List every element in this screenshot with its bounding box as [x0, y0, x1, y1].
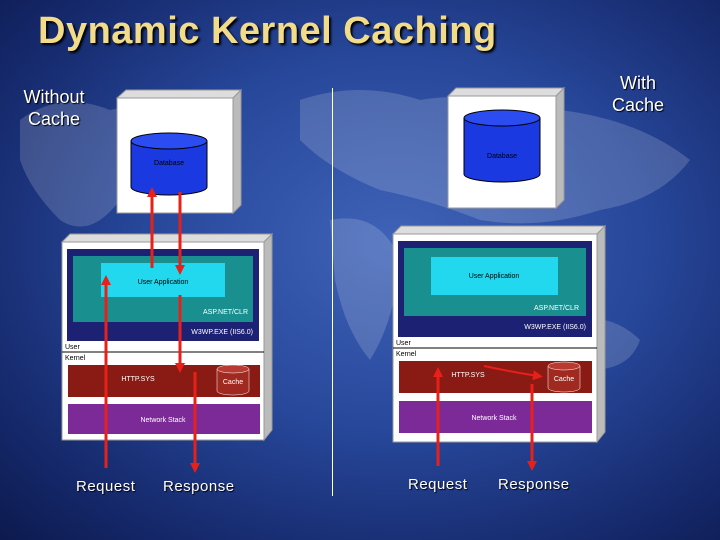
right-user-mode-label: User [396, 340, 411, 347]
without-cache-label: Without Cache [23, 87, 85, 129]
right-user-app-label: User Application [469, 273, 520, 280]
left-user-mode-label: User [65, 344, 80, 351]
slide-title: Dynamic Kernel Caching [38, 10, 497, 52]
right-kernel-mode-label: Kernel [396, 351, 417, 358]
left-user-app-label: User Application [138, 279, 189, 286]
left-web-server: User Application ASP.NET/CLR W3WP.EXE (I… [60, 232, 274, 442]
right-cache-lookup-arrow [483, 365, 543, 381]
right-cache-label: Cache [554, 376, 574, 383]
right-http-sys-label: HTTP.SYS [451, 372, 485, 379]
right-network-stack-label: Network Stack [471, 415, 517, 422]
left-aspnet-label: ASP.NET/CLR [203, 309, 248, 316]
right-user-app-box [431, 257, 558, 295]
right-aspnet-label: ASP.NET/CLR [534, 305, 579, 312]
left-cache-icon [216, 364, 250, 396]
right-web-server: User Application ASP.NET/CLR W3WP.EXE (I… [391, 224, 607, 444]
left-database-server: Database [115, 88, 243, 215]
left-panel: Database User Application ASP.NET/CLR W3… [60, 88, 274, 473]
left-database-icon [130, 132, 208, 196]
right-cache-icon [547, 361, 581, 393]
right-network-stack-box [399, 401, 592, 433]
left-cache-label: Cache [223, 379, 243, 386]
left-http-sys-label: HTTP.SYS [121, 376, 155, 383]
left-network-stack-box [68, 404, 260, 434]
divider-line [332, 88, 333, 496]
right-database-label: Database [487, 153, 517, 160]
left-request-label: Request [76, 478, 136, 495]
right-request-label: Request [408, 476, 468, 493]
left-user-app-box [101, 263, 225, 297]
left-network-stack-label: Network Stack [140, 417, 186, 424]
right-response-label: Response [498, 476, 570, 493]
left-w3wp-label: W3WP.EXE (IIS6.0) [191, 329, 253, 336]
left-response-label: Response [163, 478, 235, 495]
with-cache-label: With Cache [611, 73, 665, 115]
right-w3wp-label: W3WP.EXE (IIS6.0) [524, 324, 586, 331]
left-kernel-mode-label: Kernel [65, 355, 86, 362]
left-database-label: Database [154, 160, 184, 167]
right-database-server: Database [446, 86, 566, 210]
right-database-icon [463, 109, 541, 183]
right-panel: Database User Application ASP.NET/CLR W3… [391, 86, 607, 471]
